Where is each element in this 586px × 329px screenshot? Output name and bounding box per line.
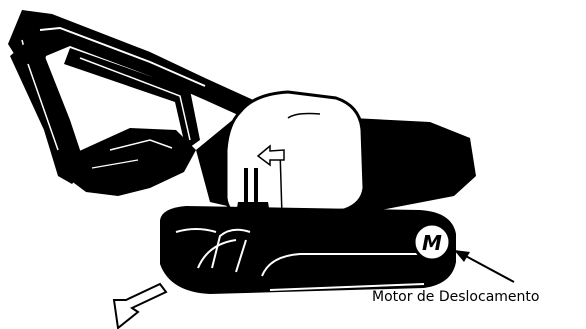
travel-direction-arrow-icon xyxy=(114,284,166,328)
motor-symbol: M xyxy=(422,231,442,255)
callout-label: Motor de Deslocamento xyxy=(372,289,539,305)
callout-arrow-icon xyxy=(462,254,514,282)
excavator-icon: M xyxy=(8,10,476,328)
track-assembly xyxy=(160,206,456,294)
